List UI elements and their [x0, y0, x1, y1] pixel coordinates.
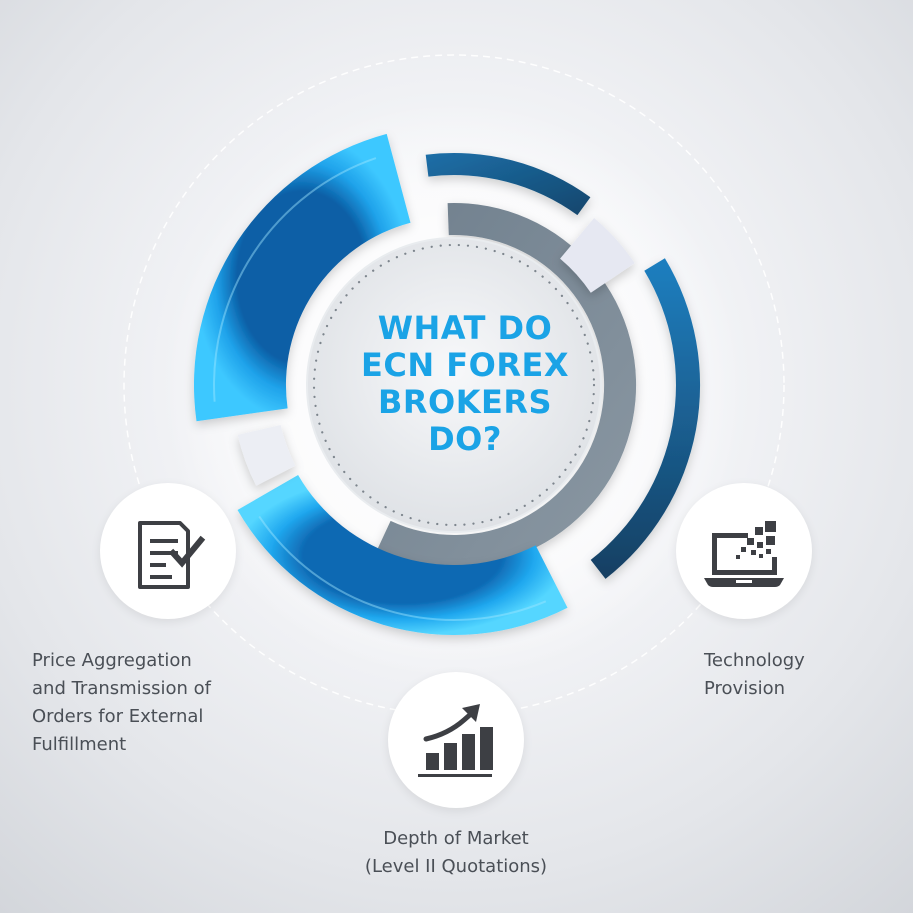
ring-segments — [193, 133, 701, 636]
center-circle — [306, 237, 602, 533]
laptop-pixels-icon — [704, 521, 784, 587]
title-line: WHAT DO — [377, 309, 553, 347]
ring-segment-top-light — [560, 218, 635, 293]
growth-chart-icon — [418, 704, 493, 777]
document-badge — [100, 483, 236, 619]
center-title: WHAT DO ECN FOREX BROKERS DO? — [300, 310, 630, 458]
ring-segment-left-light — [237, 425, 296, 486]
title-line: BROKERS — [377, 383, 553, 421]
label-price-aggregation: Price Aggregation and Transmission of Or… — [32, 650, 211, 755]
center-dotted-ring — [312, 243, 596, 527]
title-line: DO? — [428, 420, 502, 458]
ring-segment-inner-grey — [377, 202, 637, 567]
ring-segment-left-bright — [193, 133, 411, 422]
document-check-icon — [138, 521, 206, 589]
laptop-badge — [676, 483, 812, 619]
ring-highlight — [258, 515, 547, 621]
chart-badge — [388, 672, 524, 808]
ring-highlight — [213, 157, 377, 402]
label-depth-of-market: Depth of Market (Level II Quotations) — [364, 828, 548, 877]
label-technology-provision: Technology Provision — [704, 650, 805, 699]
ring-segment-right-dark — [590, 258, 701, 579]
title-line: ECN FOREX — [361, 346, 569, 384]
ring-segment-top-dark — [425, 152, 591, 216]
ring-segment-bottom-bright — [237, 475, 568, 636]
